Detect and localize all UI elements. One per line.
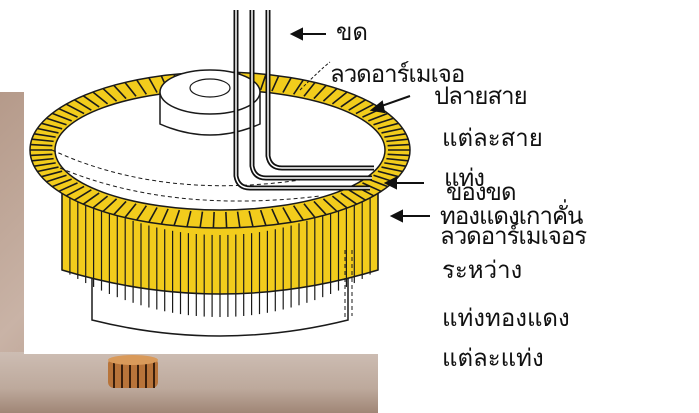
label-armature-wire-2: ลวดอาร์เมเจอร	[440, 222, 586, 250]
ring-tick	[213, 212, 214, 228]
label-between: ระหว่าง	[442, 256, 522, 284]
label-coil: ขด	[336, 18, 368, 46]
label-copper-bars: แท่งทองแดง	[442, 304, 570, 332]
ring-tick	[388, 145, 410, 146]
label-each-bar: แต่ละแท่ง	[442, 344, 544, 372]
ring-tick	[30, 145, 52, 146]
ring-tick	[226, 212, 227, 228]
label-wire-end: ปลายสาย	[434, 82, 527, 110]
ring-tick	[30, 154, 52, 155]
shaft-hole	[190, 79, 230, 97]
ring-tick	[388, 154, 410, 155]
label-each-wire: แต่ละสาย	[442, 124, 543, 152]
